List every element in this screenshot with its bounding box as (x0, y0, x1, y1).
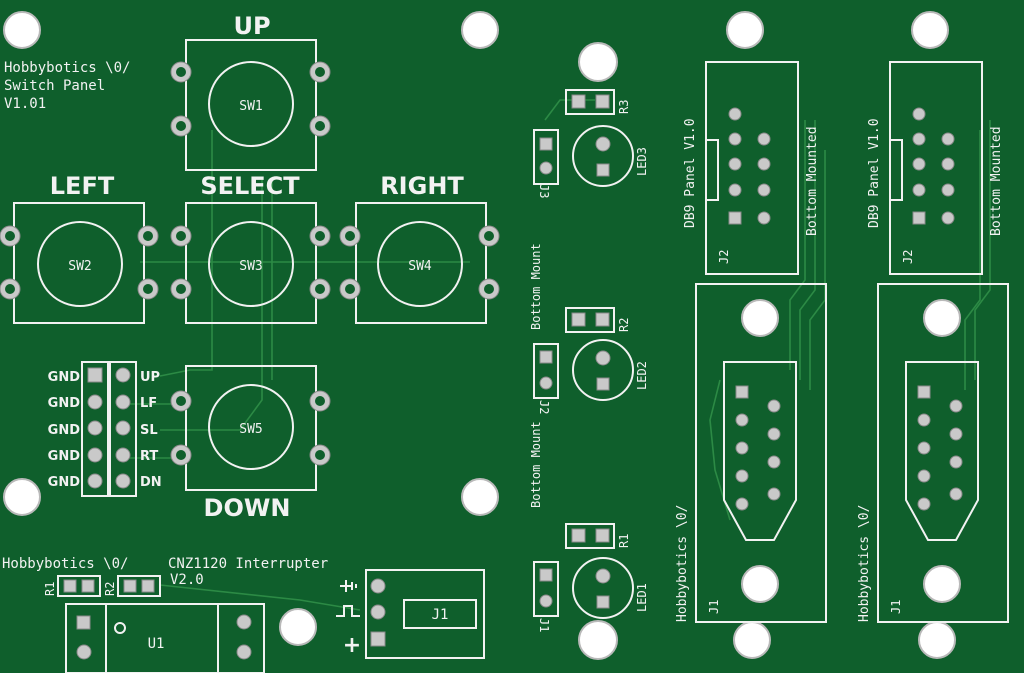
switch-sw4: SW4 (339, 202, 500, 324)
mount-hole (918, 621, 956, 659)
db9-panel-a: DB9 Panel V1.0 Bottom Mounted J2 Hobbybo… (675, 61, 827, 623)
u1-label: U1 (148, 636, 165, 652)
j3-label: J3 (537, 184, 551, 198)
switch-sw1: SW1 (170, 39, 331, 171)
r3-label: R3 (617, 100, 631, 114)
mount-hole (461, 11, 499, 49)
led2-block: R2 LED2 J2 Bottom Mount (529, 307, 649, 508)
led1-label: LED1 (635, 583, 649, 612)
header-label-dn: DN (140, 475, 162, 490)
led3-label: LED3 (635, 147, 649, 176)
sw5-label: SW5 (239, 422, 262, 437)
header-label-gnd: GND (48, 475, 81, 490)
r2-label: R2 (617, 318, 631, 332)
db9-brand-label: Hobbybotics \0/ (675, 505, 690, 622)
mount-hole (578, 620, 618, 660)
db9-panel-label: DB9 Panel V1.0 (683, 118, 698, 228)
switch-sw2: SW2 (0, 202, 159, 324)
mount-hole (911, 11, 949, 49)
j1-led-label: J1 (537, 618, 551, 632)
up-label: UP (233, 12, 270, 40)
board-title: Hobbybotics \0/ (4, 60, 130, 76)
header-label-up: UP (140, 370, 160, 385)
header-label-rt: RT (140, 449, 158, 464)
interrupter-r1-label: R1 (43, 582, 57, 596)
db9-brand-label: Hobbybotics \0/ (857, 505, 872, 622)
interrupter-version: V2.0 (170, 572, 204, 588)
interrupter-r2-label: R2 (103, 582, 117, 596)
switch-sw3: SW3 (170, 202, 331, 324)
led1-block: R1 LED1 J1 (533, 523, 649, 632)
header-label-gnd: GND (48, 396, 81, 411)
header-2x5: GND GND GND GND GND UP LF SL RT DN (48, 361, 162, 497)
db9-mount-label: Bottom Mounted (989, 126, 1004, 236)
interrupter-name: CNZ1120 Interrupter (168, 556, 328, 572)
interrupter-section: Hobbybotics \0/ CNZ1120 Interrupter V2.0… (2, 556, 485, 673)
bottom-mount-label: Bottom Mount (529, 421, 543, 508)
header-label-lf: LF (140, 396, 157, 411)
sw3-label: SW3 (239, 259, 262, 274)
switch-sw5: SW5 (170, 365, 331, 491)
board-subtitle: Switch Panel (4, 78, 105, 94)
db9-j2-label: J2 (717, 250, 731, 264)
bottom-mount-label: Bottom Mount (529, 243, 543, 330)
right-label: RIGHT (380, 172, 464, 200)
board-version: V1.01 (4, 96, 46, 112)
db9-mount-label: Bottom Mounted (805, 126, 820, 236)
r1-label: R1 (617, 534, 631, 548)
header-label-sl: SL (140, 423, 158, 438)
select-label: SELECT (200, 172, 300, 200)
interrupter-brand: Hobbybotics \0/ (2, 556, 128, 572)
copper-traces (125, 99, 991, 611)
db9-j1-label: J1 (889, 600, 903, 614)
db9-j2-label: J2 (901, 250, 915, 264)
db9-panel-b: DB9 Panel V1.0 Bottom Mounted J2 Hobbybo… (857, 61, 1009, 623)
header-label-gnd: GND (48, 449, 81, 464)
mounting-holes (3, 11, 956, 660)
db9-panel-label: DB9 Panel V1.0 (867, 118, 882, 228)
mount-hole (578, 42, 618, 82)
mount-hole (3, 478, 41, 516)
sw1-label: SW1 (239, 99, 262, 114)
down-label: DOWN (204, 494, 291, 522)
sw2-label: SW2 (68, 259, 91, 274)
db9-j1-label: J1 (707, 600, 721, 614)
interrupter-j1-label: J1 (432, 607, 449, 623)
sw4-label: SW4 (408, 259, 432, 274)
header-label-gnd: GND (48, 423, 81, 438)
plus-label: + (343, 633, 361, 658)
j2-led-label: J2 (537, 400, 551, 414)
left-label: LEFT (50, 172, 115, 200)
led2-label: LED2 (635, 361, 649, 390)
mount-hole (733, 621, 771, 659)
led3-block: R3 LED3 J3 Bottom Mount (529, 89, 649, 330)
header-label-gnd: GND (48, 370, 81, 385)
mount-hole (279, 608, 317, 646)
mount-hole (461, 478, 499, 516)
mount-hole (3, 11, 41, 49)
mount-hole (726, 11, 764, 49)
